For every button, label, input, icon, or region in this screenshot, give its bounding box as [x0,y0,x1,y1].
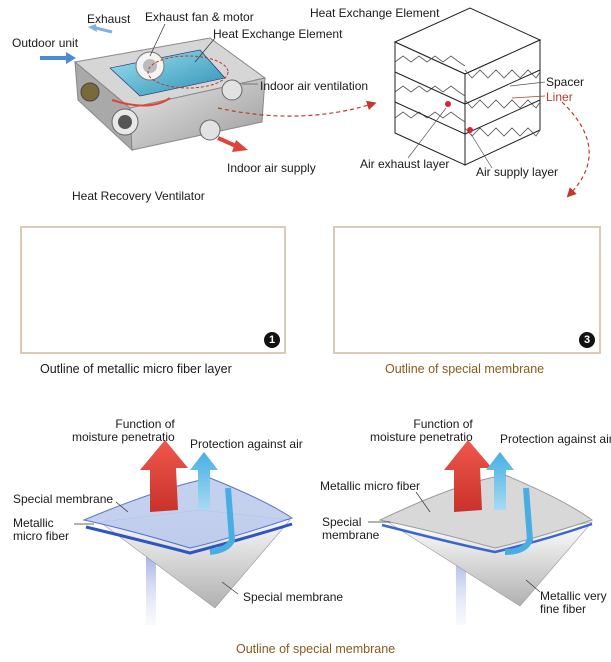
label-outdoor-unit: Outdoor unit [12,36,79,50]
label-indoor-air-supply: Indoor air supply [227,161,316,175]
label-right-metallic-very-fine-fiber: Metallic very fine fiber [540,589,607,616]
connector-arrow-2 [561,101,590,198]
hrv-unit [40,23,267,152]
caption-heat-recovery-ventilator: Heat Recovery Ventilator [72,189,205,203]
panel-special-membrane: 3 [333,226,601,354]
caption-special-membrane: Outline of special membrane [385,362,545,376]
membrane-diagram-right [368,440,594,625]
caption-bottom-special-membrane: Outline of special membrane [236,642,396,656]
label-hrv-heat-exchange-element: Heat Exchange Element [213,27,343,41]
label-air-supply-layer: Air supply layer [476,165,559,179]
label-indoor-air-ventilation: Indoor air ventilation [260,79,369,93]
label-left-special-membrane-top: Special membrane [13,492,114,506]
label-right-protection: Protection against air [500,432,611,446]
panel-metallic-fiber: 1 [20,226,286,354]
label-exhaust-fan-motor: Exhaust fan & motor [145,10,254,24]
label-element-title: Heat Exchange Element [310,6,440,20]
label-exhaust: Exhaust [87,12,131,26]
panel-number-badge: 3 [579,332,595,348]
label-left-metallic-micro-fiber: Metallic micro fiber [13,516,70,543]
caption-metallic-fiber-layer: Outline of metallic micro fiber layer [40,362,232,376]
panel-number-badge: 1 [264,332,280,348]
label-right-function: Function of moisture penetratio [370,417,473,444]
heat-exchange-element-cube [393,7,546,169]
label-air-exhaust-layer: Air exhaust layer [360,157,450,171]
connector-arrow-1 [217,100,377,117]
membrane-diagram-left [74,440,294,625]
label-right-metallic-micro-fiber: Metallic micro fiber [320,479,421,493]
label-right-special-membrane: Special membrane [322,515,380,542]
label-left-special-membrane-bottom: Special membrane [243,590,344,604]
label-left-function: Function of moisture penetratio [72,417,175,444]
label-spacer: Spacer [546,75,585,89]
label-liner: Liner [546,90,573,104]
label-left-protection: Protection against air [190,437,303,451]
